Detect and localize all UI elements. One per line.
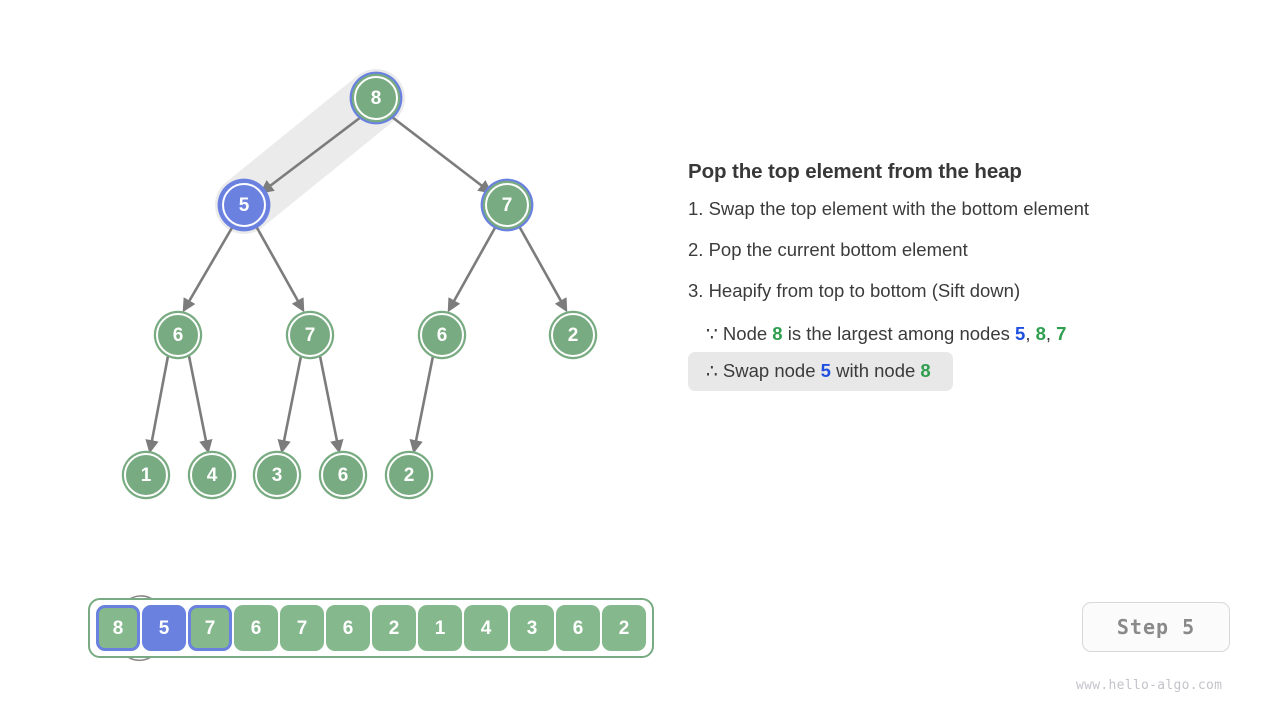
array-cell[interactable]: 3	[510, 605, 554, 651]
array-cell[interactable]: 6	[234, 605, 278, 651]
tree-node[interactable]: 4	[190, 453, 234, 497]
array-cell-value: 5	[158, 617, 170, 639]
tree-node[interactable]: 7	[288, 313, 332, 357]
conclusion-pre: Swap node	[717, 359, 821, 381]
reason-mid: is the largest among nodes	[782, 322, 1016, 344]
array-cell-value: 1	[434, 617, 446, 639]
array-cell[interactable]: 8	[96, 605, 140, 651]
array-cell-value: 7	[204, 617, 216, 639]
therefore-symbol: ∴	[706, 359, 718, 381]
step-item-2: 2. Pop the current bottom element	[688, 239, 968, 261]
step-badge: Step 5	[1082, 602, 1230, 652]
binary-tree-diagram: 8 5 7 6 7 6 2 1 4 3 6 2	[0, 0, 680, 560]
array-cell[interactable]: 7	[280, 605, 324, 651]
array-cell[interactable]: 1	[418, 605, 462, 651]
because-symbol: ∵	[706, 322, 718, 344]
tree-node-value: 8	[354, 76, 398, 120]
tree-node-value: 5	[222, 183, 266, 227]
reason-line: ∵ Node 8 is the largest among nodes 5, 8…	[688, 322, 1248, 346]
array-cell-value: 6	[250, 617, 262, 639]
tree-node-value: 3	[255, 453, 299, 497]
array-cell-value: 8	[112, 617, 124, 639]
tree-node-value: 6	[156, 313, 200, 357]
conclusion-line: ∴ Swap node 5 with node 8	[688, 351, 953, 391]
array-cell[interactable]: 5	[142, 605, 186, 651]
reason-sep-1: ,	[1025, 322, 1036, 344]
step-item-3: 3. Heapify from top to bottom (Sift down…	[688, 280, 1021, 302]
tree-node-value: 6	[420, 313, 464, 357]
conclusion-mid: with node	[830, 359, 921, 381]
array-cell[interactable]: 6	[326, 605, 370, 651]
watermark: www.hello-algo.com	[1076, 678, 1223, 693]
tree-node-root[interactable]: 8	[354, 76, 398, 120]
tree-node-value: 7	[485, 183, 529, 227]
tree-node-value: 7	[288, 313, 332, 357]
reason-sep-2: ,	[1045, 322, 1057, 344]
tree-node-value: 6	[321, 453, 365, 497]
reason-candidate-3: 7	[1056, 322, 1067, 344]
conclusion-node-a: 5	[820, 359, 831, 381]
array-cell[interactable]: 7	[188, 605, 232, 651]
reason-candidate-2: 8	[1035, 322, 1046, 344]
tree-node-left-child[interactable]: 5	[222, 183, 266, 227]
tree-node[interactable]: 2	[387, 453, 431, 497]
step-item-1: 1. Swap the top element with the bottom …	[688, 198, 1090, 219]
array-cell[interactable]: 2	[602, 605, 646, 651]
tree-node[interactable]: 3	[255, 453, 299, 497]
tree-node[interactable]: 6	[156, 313, 200, 357]
array-cell-value: 7	[296, 617, 308, 639]
tree-node[interactable]: 2	[551, 313, 595, 357]
tree-node-value: 4	[190, 453, 234, 497]
tree-node[interactable]: 1	[124, 453, 168, 497]
reason-node-value: 8	[772, 322, 783, 344]
tree-node-value: 2	[387, 453, 431, 497]
tree-node-value: 1	[124, 453, 168, 497]
reason-candidate-1: 5	[1015, 322, 1026, 344]
tree-node[interactable]: 6	[321, 453, 365, 497]
tree-node[interactable]: 6	[420, 313, 464, 357]
array-cell[interactable]: 4	[464, 605, 508, 651]
heap-array: 8 5 7 6 7 6 2 1 4 3 6 2	[88, 598, 654, 658]
tree-edges-layer	[145, 69, 568, 454]
tree-node-right-child[interactable]: 7	[485, 183, 529, 227]
tree-node-value: 2	[551, 313, 595, 357]
page-title: Pop the top element from the heap	[688, 160, 1022, 183]
explanation-panel: Pop the top element from the heap 1. Swa…	[688, 160, 1248, 397]
reason-pre: Node	[717, 322, 773, 344]
array-cell-value: 3	[526, 617, 538, 639]
tree-edge-group	[145, 115, 568, 454]
array-cell-value: 6	[572, 617, 584, 639]
conclusion-node-b: 8	[920, 359, 931, 381]
array-cell-value: 2	[388, 617, 400, 639]
array-cell[interactable]: 2	[372, 605, 416, 651]
array-cell[interactable]: 6	[556, 605, 600, 651]
array-cell-value: 2	[618, 617, 630, 639]
array-cell-value: 6	[342, 617, 354, 639]
array-cell-value: 4	[480, 617, 492, 639]
